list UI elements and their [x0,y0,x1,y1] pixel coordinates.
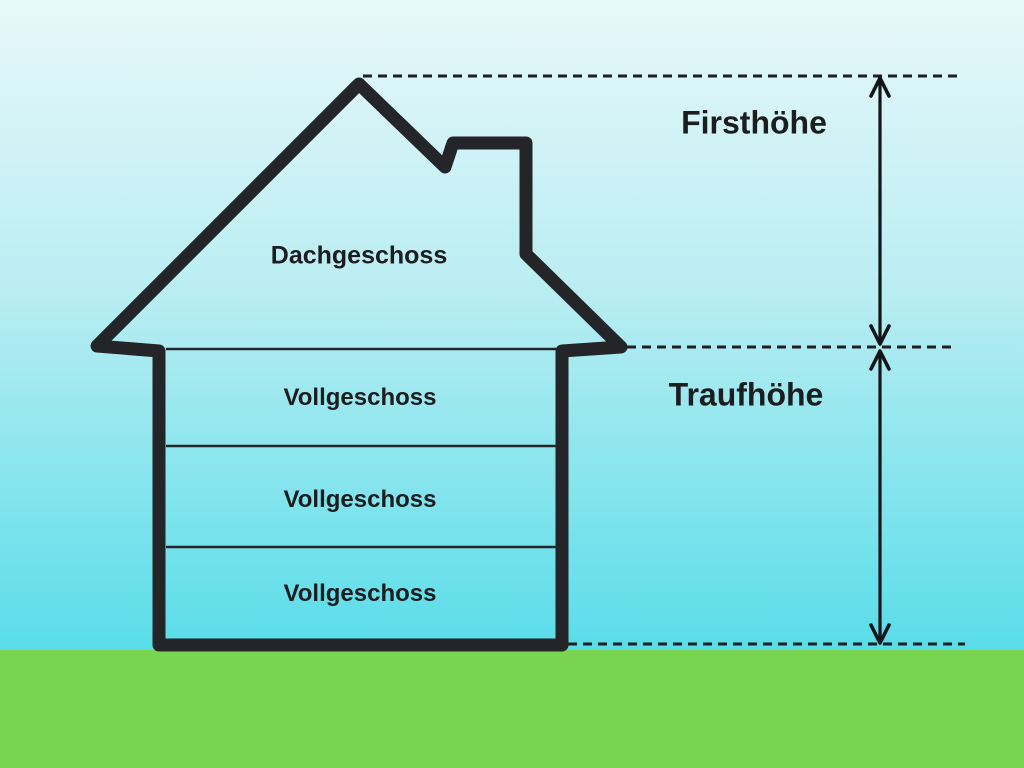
arrowhead-up-icon [869,76,891,98]
arrowhead-down-icon [869,623,891,645]
arrowhead-up-icon [869,349,891,371]
eaves-height-arrow [869,349,891,645]
house-outline [90,77,628,652]
ridge-height-arrow [869,76,891,346]
attic-label: Dachgeschoss [270,241,448,270]
floor-label: Vollgeschoss [283,486,437,513]
ridge-height-label: Firsthöhe [681,104,827,141]
grass-ground [0,650,1024,768]
eaves-height-label: Traufhöhe [668,376,824,413]
floor-label: Vollgeschoss [283,580,437,607]
sky-background [0,0,1024,650]
floor-label: Vollgeschoss [283,384,437,411]
arrowhead-down-icon [869,324,891,346]
